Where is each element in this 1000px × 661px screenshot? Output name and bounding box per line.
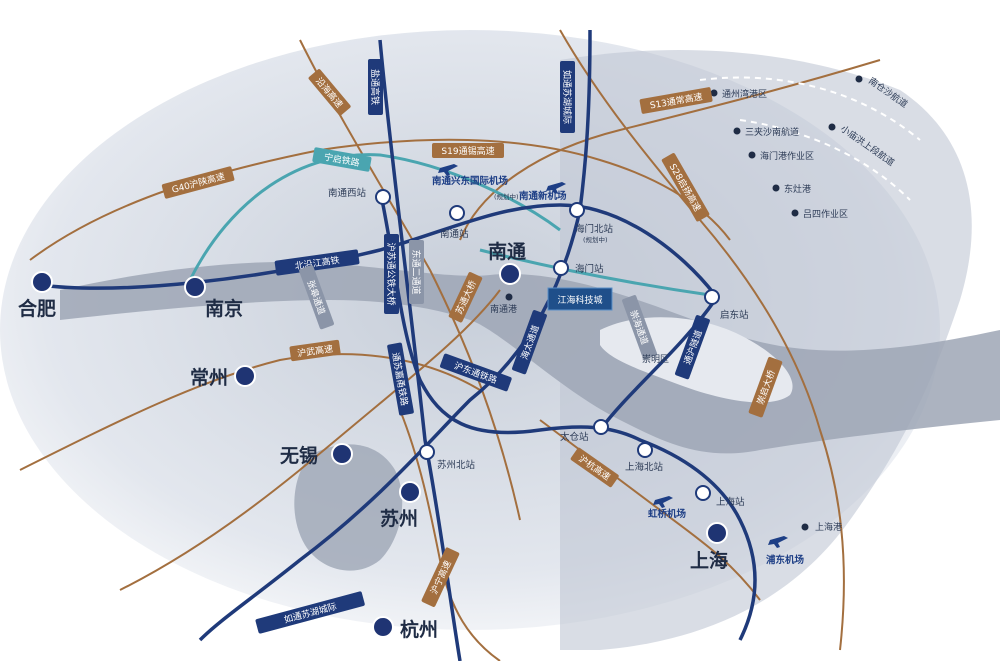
city-label-changzhou: 常州: [190, 366, 228, 389]
airport-markers: [438, 164, 788, 548]
anchor-icon: [772, 184, 780, 192]
anchor-icon: [733, 127, 741, 135]
suzhou-north-station-icon: [419, 444, 435, 460]
city-label-wuxi: 无锡: [280, 444, 318, 467]
chongming-label: 崇明区: [642, 354, 669, 365]
port-label-shanghai: 上海港: [815, 521, 842, 533]
port-label-nantong: 南通港: [490, 303, 517, 315]
hangzhou-dot: [372, 616, 394, 638]
qidong-station-icon: [704, 289, 720, 305]
station-markers: [375, 189, 720, 501]
shanghai-north-station-icon: [637, 442, 653, 458]
port-label-tonghai: 通州湾港区: [722, 88, 767, 100]
anchor-icon: [855, 75, 863, 83]
station-label-nantong-west: 南通西站: [328, 187, 367, 199]
nanjing-dot: [184, 276, 206, 298]
airport-label-hongqiao: 虹桥机场: [648, 508, 687, 520]
plane-icon: [438, 164, 458, 176]
changzhou-dot: [234, 365, 256, 387]
city-label-hefei: 合肥: [18, 297, 56, 320]
plane-icon: [546, 182, 566, 194]
station-label-haimen-north-sub: (规划中): [583, 235, 608, 244]
station-label-suzhou-north: 苏州北站: [437, 459, 476, 471]
airport-label-pudong: 浦东机场: [766, 554, 805, 566]
city-markers: [31, 263, 728, 638]
port-label-dongzao: 东灶港: [784, 183, 811, 195]
station-label-shanghai-north: 上海北站: [625, 461, 664, 473]
taihu-lake: [294, 444, 403, 571]
station-labels: 南通西站 南通站 海门北站 (规划中) 海门站 启东站 太仓站 上海北站 上海站…: [328, 187, 749, 508]
road-network: [19, 29, 881, 661]
shipping-routes: [699, 76, 921, 201]
city-label-hangzhou: 杭州: [400, 618, 438, 641]
port-label-haimen: 海门港作业区: [760, 150, 814, 162]
shanghai-station-icon: [695, 485, 711, 501]
airport-labels: 南通兴东国际机场 (规划中) 南通新机场 虹桥机场 浦东机场: [432, 175, 805, 566]
shanghai-dot: [706, 522, 728, 544]
plane-icon: [653, 496, 673, 508]
station-label-nantong: 南通站: [440, 228, 469, 240]
city-labels: 合肥 南京 南通 常州 无锡 苏州 上海 杭州: [18, 241, 728, 641]
road-label-s19: S19通锡高速: [441, 145, 494, 157]
taicang-station-icon: [593, 419, 609, 435]
anchor-icon: [801, 523, 809, 531]
rail-label-hutong-bridge: 沪苏通公铁大桥: [385, 242, 397, 305]
rail-label-dongtong2: 东通二通道: [410, 249, 422, 294]
hefei-dot: [31, 271, 53, 293]
anchor-icon: [748, 151, 756, 159]
airport-label-xingdong: 南通兴东国际机场: [432, 175, 509, 187]
plane-icon: [768, 536, 788, 548]
haimen-station-icon: [553, 260, 569, 276]
city-label-shanghai: 上海: [690, 549, 728, 572]
anchor-icon: [791, 209, 799, 217]
brand-label: 江海科技城: [557, 294, 602, 306]
port-label-sanjia: 三夹沙南航道: [745, 126, 799, 138]
nantong-dot: [499, 263, 521, 285]
port-markers: [505, 75, 863, 531]
station-label-taicang: 太仓站: [560, 431, 589, 443]
anchor-icon: [828, 123, 836, 131]
rail-label-rutong: 如通苏湖城际: [561, 70, 573, 124]
airport-label-xinjichang-prefix: (规划中): [494, 192, 519, 201]
brand-badge: 江海科技城: [547, 287, 613, 311]
city-label-nantong: 南通: [488, 241, 527, 263]
rail-label-yantong: 盐通高铁: [369, 69, 381, 105]
airport-label-xinjichang: 南通新机场: [519, 190, 567, 202]
anchor-icon: [505, 293, 513, 301]
nantong-west-station-icon: [375, 189, 391, 205]
haimen-north-station-icon: [569, 202, 585, 218]
wuxi-dot: [331, 443, 353, 465]
station-label-shanghai: 上海站: [716, 496, 745, 508]
intercity-rail-network: [188, 153, 711, 297]
station-label-haimen-north: 海门北站: [575, 223, 614, 235]
city-label-nanjing: 南京: [205, 297, 243, 320]
station-label-qidong: 启东站: [720, 309, 749, 321]
station-label-haimen: 海门站: [575, 263, 604, 275]
port-label-lvsi: 吕四作业区: [803, 208, 848, 220]
anchor-icon: [710, 89, 718, 97]
nantong-station-icon: [449, 205, 465, 221]
suzhou-dot: [399, 481, 421, 503]
city-label-suzhou: 苏州: [380, 507, 418, 530]
